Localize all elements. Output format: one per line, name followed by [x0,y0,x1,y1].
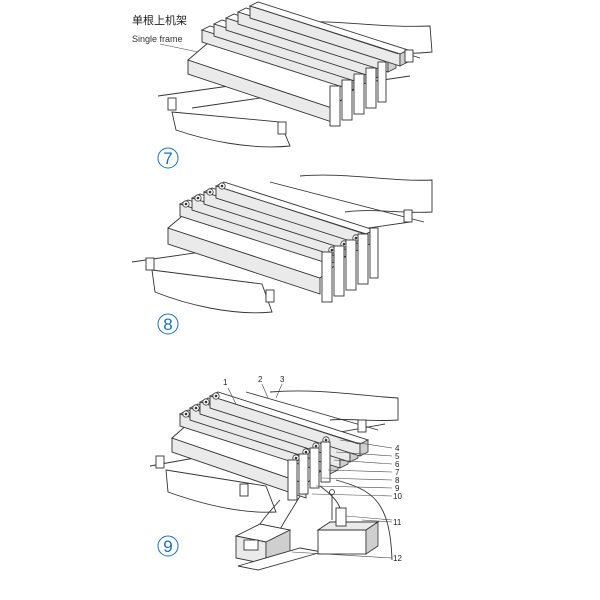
step-8-illustration [131,174,433,314]
callout-3: 3 [280,375,285,384]
step-7-number: 7 [163,149,172,168]
callout-10: 10 [393,492,402,501]
callout-2: 2 [258,375,263,384]
step-8-number: 8 [163,315,172,334]
step-7-illustration [157,1,433,148]
single-frame-label-en: Single frame [132,34,183,44]
callout-leaders [227,383,393,559]
callout-6: 6 [395,460,400,469]
callout-labels: 1 2 3 4 5 6 7 8 9 10 11 12 [223,375,402,563]
callout-9: 9 [395,484,400,493]
step-9-marker: 9 [157,535,179,557]
callout-11: 11 [393,518,402,527]
step-9-number: 9 [163,537,172,556]
callout-4: 4 [395,444,400,453]
callout-12: 12 [393,554,402,563]
callout-8: 8 [395,476,400,485]
step-7-marker: 7 [157,147,179,169]
callout-5: 5 [395,452,400,461]
callout-1: 1 [223,378,228,387]
step-9-illustration [149,390,399,571]
step-8-marker: 8 [157,313,179,335]
single-frame-label-cn: 单根上机架 [132,13,187,27]
callout-7: 7 [395,468,400,477]
